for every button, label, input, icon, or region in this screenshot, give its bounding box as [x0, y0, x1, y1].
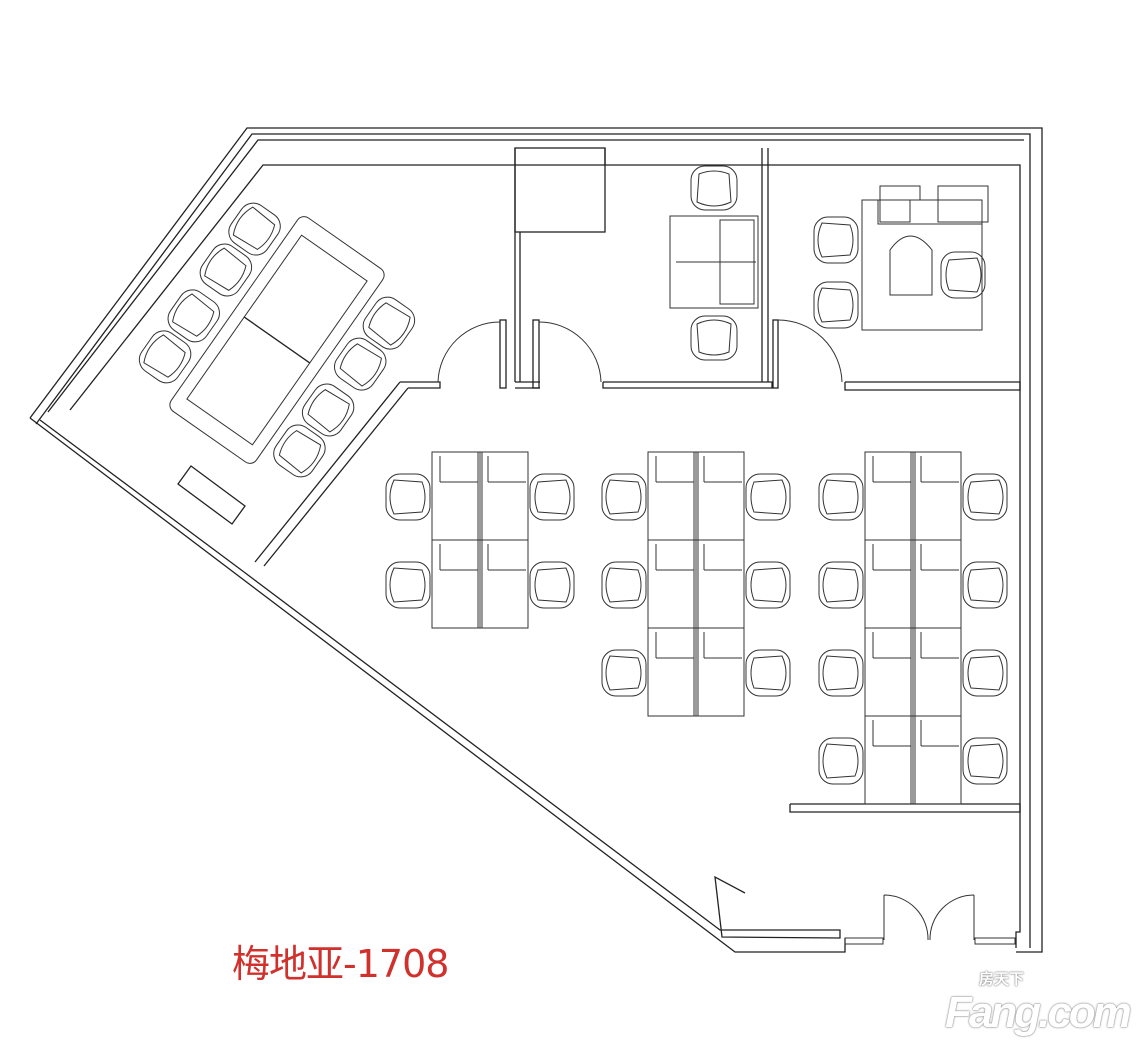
desk [647, 539, 697, 629]
chair-icon [818, 473, 864, 521]
desk [912, 451, 962, 541]
chair-icon [601, 473, 647, 521]
outer-walls [29, 127, 1043, 953]
chair-icon [167, 289, 220, 343]
chair-icon [301, 383, 355, 437]
chair-icon [138, 330, 192, 384]
chair-icon [940, 251, 986, 299]
chair-icon [818, 561, 864, 609]
furniture [138, 165, 1008, 805]
chair-icon [818, 649, 864, 697]
conference-table [138, 202, 416, 478]
desk [479, 451, 529, 541]
desk [912, 539, 962, 629]
chair-icon [601, 561, 647, 609]
desk [864, 451, 914, 541]
desk [479, 539, 529, 629]
interior-walls [400, 147, 1021, 813]
watermark-en: Fang.com [945, 988, 1132, 1037]
manager-desk [861, 185, 989, 331]
desk [695, 451, 745, 541]
chair-icon [385, 561, 431, 609]
chair-icon [199, 243, 253, 297]
chair-icon [273, 424, 326, 478]
chair-icon [745, 649, 791, 697]
desk [695, 539, 745, 629]
chair-icon [228, 202, 281, 256]
desk [912, 715, 962, 805]
desk [864, 539, 914, 629]
chair-icon [813, 216, 859, 264]
chair-icon [962, 561, 1008, 609]
desk [647, 627, 697, 717]
chair-icon [690, 165, 738, 211]
chair-icon [745, 561, 791, 609]
watermark-cn: 房天下 [979, 971, 1025, 988]
desk [431, 451, 481, 541]
desk [912, 627, 962, 717]
chair-icon [362, 296, 416, 350]
chair-icon [529, 561, 575, 609]
fang-watermark-logo: 房天下 Fang.com [945, 972, 1135, 1050]
chair-icon [529, 473, 575, 521]
chair-icon [962, 473, 1008, 521]
chair-icon [818, 737, 864, 785]
unit-label: 梅地亚-1708 [232, 942, 449, 986]
desk [695, 627, 745, 717]
chair-icon [962, 649, 1008, 697]
chair-icon [334, 337, 387, 391]
chair-icon [601, 649, 647, 697]
conference-room-walls [177, 381, 409, 567]
desk [864, 627, 914, 717]
doors [437, 319, 1016, 945]
desk [864, 715, 914, 805]
chair-icon [385, 473, 431, 521]
office-desk [669, 215, 759, 309]
chair-icon [690, 315, 738, 361]
desk [647, 451, 697, 541]
chair-icon [745, 473, 791, 521]
chair-icon [962, 737, 1008, 785]
chair-icon [813, 281, 859, 329]
desk [431, 539, 481, 629]
